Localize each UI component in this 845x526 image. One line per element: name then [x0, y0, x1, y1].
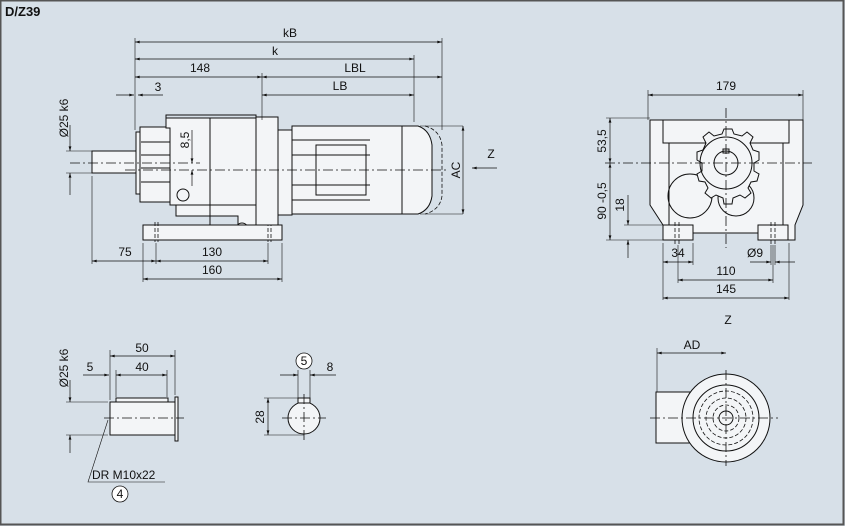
dim-160: 160: [202, 263, 222, 277]
dim-LB: LB: [333, 79, 348, 93]
callout-5: 5: [301, 354, 308, 368]
dim-40: 40: [135, 360, 149, 374]
foot: [142, 224, 283, 241]
dim-75: 75: [118, 245, 132, 259]
dim-179: 179: [716, 79, 736, 93]
dim-130: 130: [202, 245, 222, 259]
dim-5: 5: [87, 360, 94, 374]
dim-50: 50: [135, 341, 149, 355]
dim-148: 148: [190, 61, 210, 75]
shaft-detail: 50 40 5 Ø25 k6 DR M10x22 4: [57, 341, 184, 503]
dim-3: 3: [155, 80, 162, 94]
callout-5-circle: [295, 352, 313, 370]
dim-shaft-diameter-detail: Ø25 k6: [57, 348, 71, 387]
dim-90: 90 -0,5: [595, 182, 609, 220]
side-view: kB k 148 LBL 3 LB Ø25 k6 8,5 AC Z 75 130…: [57, 26, 497, 282]
dim-28: 28: [253, 410, 267, 424]
dim-AC: AC: [449, 161, 463, 178]
dim-LBL: LBL: [344, 61, 366, 75]
dim-8-5: 8,5: [178, 131, 192, 148]
motor-end-view: AD: [650, 338, 778, 466]
dim-145: 145: [716, 282, 736, 296]
input-housing: [139, 126, 171, 203]
dim-shaft-diameter: Ø25 k6: [57, 98, 71, 137]
callout-4: 4: [117, 487, 124, 501]
drawing-title: D/Z39: [5, 4, 40, 19]
view-arrow-z: Z: [487, 147, 494, 161]
dim-53-5: 53,5: [595, 129, 609, 153]
dim-34: 34: [671, 246, 685, 260]
key-detail: 5 8 28: [253, 352, 336, 442]
motor-adapter: [255, 116, 279, 226]
dim-8: 8: [327, 360, 334, 374]
dim-kB: kB: [283, 26, 297, 40]
dim-110: 110: [716, 264, 735, 278]
dim-18: 18: [613, 198, 627, 212]
callout-4-circle: [111, 485, 129, 503]
thread-label: DR M10x22: [92, 468, 156, 482]
front-view: 179 53,5 90 -0,5 18 34 Ø9 110 145 Z: [595, 79, 812, 327]
dim-k: k: [272, 44, 279, 58]
dim-AD: AD: [684, 338, 701, 352]
view-label-z: Z: [724, 313, 731, 327]
dim-hole-9: Ø9: [747, 246, 763, 260]
